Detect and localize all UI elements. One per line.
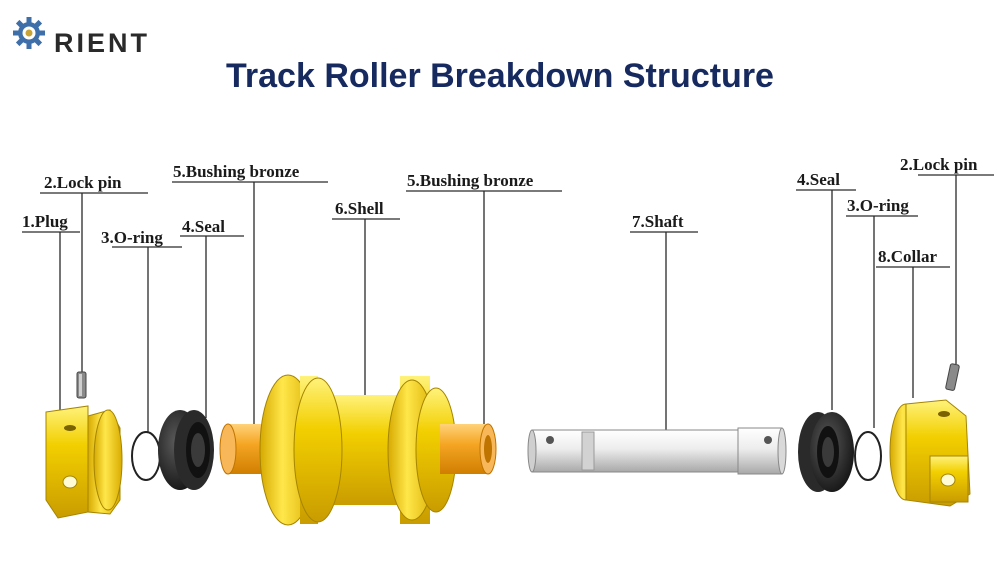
label-seal-left: 4.Seal (182, 217, 225, 236)
lock-pin-left (76, 371, 87, 399)
label-bushing-left: 5.Bushing bronze (173, 162, 300, 181)
label-collar: 8.Collar (878, 247, 938, 266)
label-seal-right: 4.Seal (797, 170, 840, 189)
label-lock-pin-right: 2.Lock pin (900, 155, 978, 174)
label-shell: 6.Shell (335, 199, 384, 218)
oring-right (854, 431, 882, 481)
logo-text: RIENT (54, 28, 150, 58)
gear-logo-icon (13, 17, 45, 49)
label-bushing-right: 5.Bushing bronze (407, 171, 534, 190)
label-oring-right: 3.O-ring (847, 196, 909, 215)
oring-left (131, 431, 161, 481)
leader-lines (22, 174, 994, 440)
shell (219, 374, 497, 526)
collar (889, 399, 971, 507)
label-oring-left: 3.O-ring (101, 228, 163, 247)
seal-left (158, 410, 214, 490)
seal-right (798, 412, 854, 492)
shaft (527, 427, 787, 475)
lock-pin-right (945, 363, 960, 391)
label-shaft: 7.Shaft (632, 212, 684, 231)
plug-left (45, 405, 123, 519)
page-title: Track Roller Breakdown Structure (226, 57, 774, 95)
company-logo: RIENT (10, 10, 147, 58)
label-plug: 1.Plug (22, 212, 68, 231)
label-lock-pin-left: 2.Lock pin (44, 173, 122, 192)
